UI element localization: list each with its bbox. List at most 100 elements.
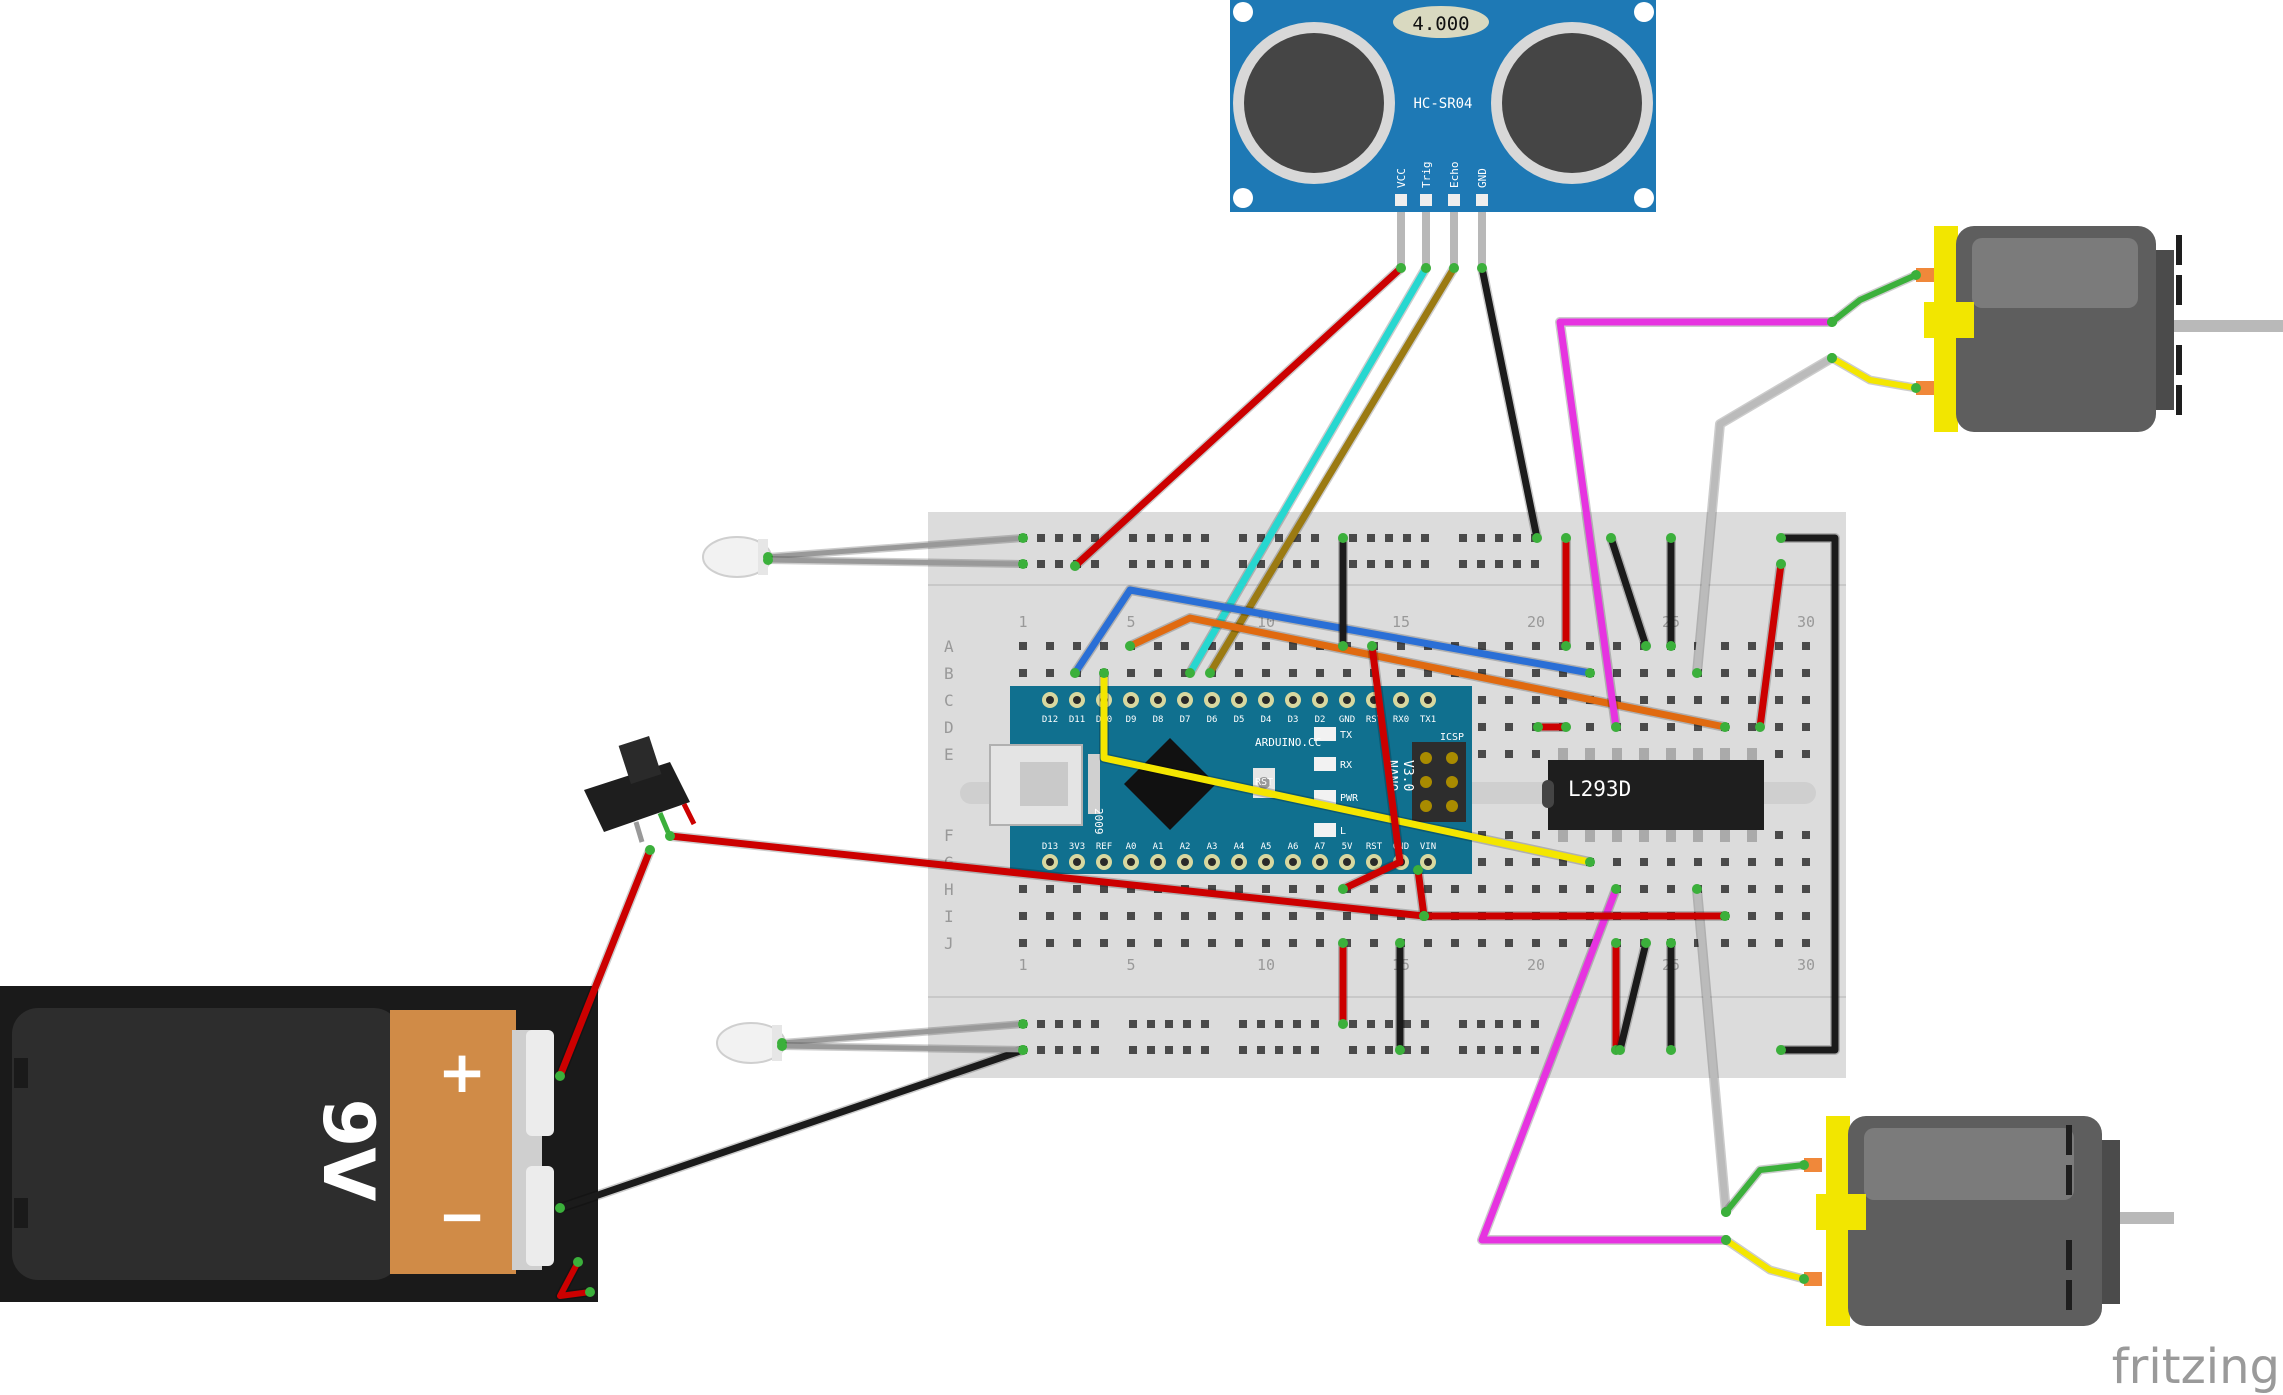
l293d-leg <box>1747 748 1757 762</box>
breadboard-hole <box>1424 939 1432 947</box>
breadboard-hole <box>1316 912 1324 920</box>
breadboard-hole <box>1559 939 1567 947</box>
led-top-lead-2-endpoint <box>763 555 773 565</box>
l293d-leg <box>1693 828 1703 842</box>
breadboard-hole <box>1262 912 1270 920</box>
sensor-pin-label: Echo <box>1448 162 1461 189</box>
breadboard-hole <box>1127 885 1135 893</box>
wire-trig-endpoint <box>1185 668 1195 678</box>
breadboard-hole <box>1183 560 1191 568</box>
breadboard-hole <box>1667 723 1675 731</box>
breadboard-hole <box>1451 939 1459 947</box>
l293d-label: L293D <box>1568 777 1631 801</box>
breadboard-hole <box>1478 669 1486 677</box>
breadboard-hole <box>1037 1020 1045 1028</box>
nano-pin-hole <box>1046 858 1054 866</box>
breadboard-hole <box>1397 642 1405 650</box>
breadboard-hole <box>1100 642 1108 650</box>
breadboard-hole <box>1505 669 1513 677</box>
breadboard-hole <box>1640 669 1648 677</box>
breadboard-hole <box>1262 669 1270 677</box>
l293d-leg <box>1585 828 1595 842</box>
wire-rail-r3-endpoint <box>1338 1019 1348 1029</box>
breadboard-hole <box>1513 1046 1521 1054</box>
row-letter: C <box>944 691 954 710</box>
breadboard-hole <box>1421 534 1429 542</box>
nano-pin-hole <box>1154 858 1162 866</box>
breadboard-hole <box>1748 939 1756 947</box>
led-top-lead-2-endpoint <box>1018 559 1028 569</box>
wire-echo-endpoint <box>1449 263 1459 273</box>
breadboard-hole <box>1802 696 1810 704</box>
breadboard-hole <box>1370 912 1378 920</box>
wire-motor-top-lead-1-endpoint <box>1911 270 1921 280</box>
mcu-chip <box>1124 738 1216 830</box>
breadboard-hole <box>1129 1020 1137 1028</box>
wire-rail-r1-endpoint <box>1561 641 1571 651</box>
breadboard-hole <box>1165 560 1173 568</box>
nano-pin-label: D2 <box>1315 715 1326 725</box>
breadboard-hole <box>1748 723 1756 731</box>
breadboard-hole <box>1073 912 1081 920</box>
breadboard-hole <box>1802 858 1810 866</box>
breadboard-hole <box>1775 912 1783 920</box>
crystal-oscillator <box>1393 6 1489 38</box>
wire-motor-top-b <box>1693 354 1836 677</box>
wire-rail-b5-endpoint <box>1615 1045 1625 1055</box>
breadboard-hole <box>1055 1020 1063 1028</box>
row-letter: I <box>944 907 954 926</box>
nano-pin-hole <box>1424 696 1432 704</box>
breadboard-hole <box>1147 1020 1155 1028</box>
breadboard-hole <box>1129 1046 1137 1054</box>
wire-rail-b3-endpoint <box>1338 641 1348 651</box>
wire-motor-bottom-lead-2-endpoint <box>1799 1274 1809 1284</box>
wire-battery-clip <box>557 1259 593 1299</box>
breadboard-hole <box>1293 1020 1301 1028</box>
nano-l-label: L <box>1340 826 1346 837</box>
l293d-leg <box>1558 748 1568 762</box>
nano-pin-hole <box>1127 696 1135 704</box>
nano-pin-label: A7 <box>1315 842 1326 852</box>
breadboard-hole <box>1239 1046 1247 1054</box>
breadboard-hole <box>1385 560 1393 568</box>
breadboard-hole <box>1073 1020 1081 1028</box>
breadboard-hole <box>1019 669 1027 677</box>
wire-rail-b1 <box>1607 534 1650 650</box>
wire-rail-b2-endpoint <box>1666 533 1676 543</box>
nano-pin-hole <box>1424 858 1432 866</box>
breadboard-hole <box>1775 723 1783 731</box>
nano-pin-hole <box>1343 696 1351 704</box>
battery-terminal-plus <box>526 1030 554 1136</box>
wire-motor-bottom-a-endpoint <box>1611 884 1621 894</box>
wire-rail-b5-endpoint <box>1641 938 1651 948</box>
wire-rail-b3-endpoint <box>1338 533 1348 543</box>
breadboard-hole <box>1532 831 1540 839</box>
wire-rail-b1-endpoint <box>1641 641 1651 651</box>
nano-pin-label: D8 <box>1153 715 1164 725</box>
breadboard-hole <box>1424 669 1432 677</box>
nano-pin-label: D12 <box>1042 715 1058 725</box>
breadboard-hole <box>1613 642 1621 650</box>
breadboard-hole <box>1154 669 1162 677</box>
nano-pin-label: D9 <box>1126 715 1137 725</box>
l293d-leg <box>1747 828 1757 842</box>
breadboard-hole <box>1316 939 1324 947</box>
breadboard-hole <box>1505 696 1513 704</box>
breadboard-hole <box>1019 939 1027 947</box>
wire-d9-endpoint <box>1585 668 1595 678</box>
breadboard-hole <box>1311 1046 1319 1054</box>
wire-rail-b1-endpoint <box>1606 533 1616 543</box>
wire-battery-plus <box>556 846 654 1080</box>
breadboard-hole <box>1073 939 1081 947</box>
wire-gnd-sensor <box>1478 264 1541 542</box>
breadboard-hole <box>1235 669 1243 677</box>
breadboard-hole <box>1721 669 1729 677</box>
breadboard-hole <box>1403 560 1411 568</box>
breadboard-hole <box>1802 723 1810 731</box>
breadboard-hole <box>1208 912 1216 920</box>
breadboard-hole <box>1775 750 1783 758</box>
breadboard-hole <box>1403 534 1411 542</box>
breadboard-hole <box>1721 858 1729 866</box>
breadboard-hole <box>1349 560 1357 568</box>
